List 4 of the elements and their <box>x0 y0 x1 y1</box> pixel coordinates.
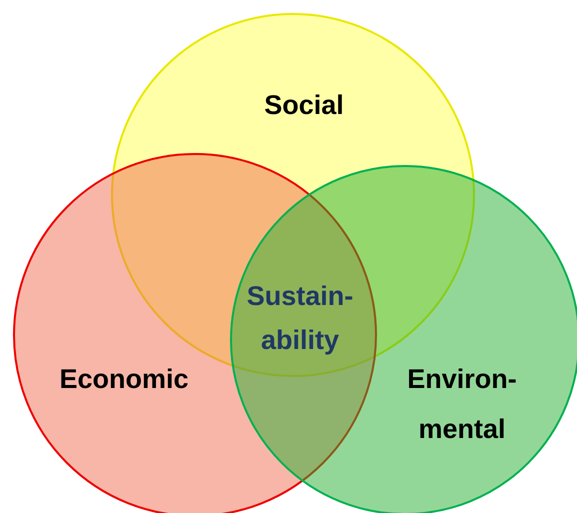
circle-label: Environ- mental <box>406 363 518 446</box>
circle-label: Social <box>263 89 345 122</box>
circle-label: Economic <box>58 363 190 396</box>
center-label: Sustain- ability <box>246 280 354 357</box>
